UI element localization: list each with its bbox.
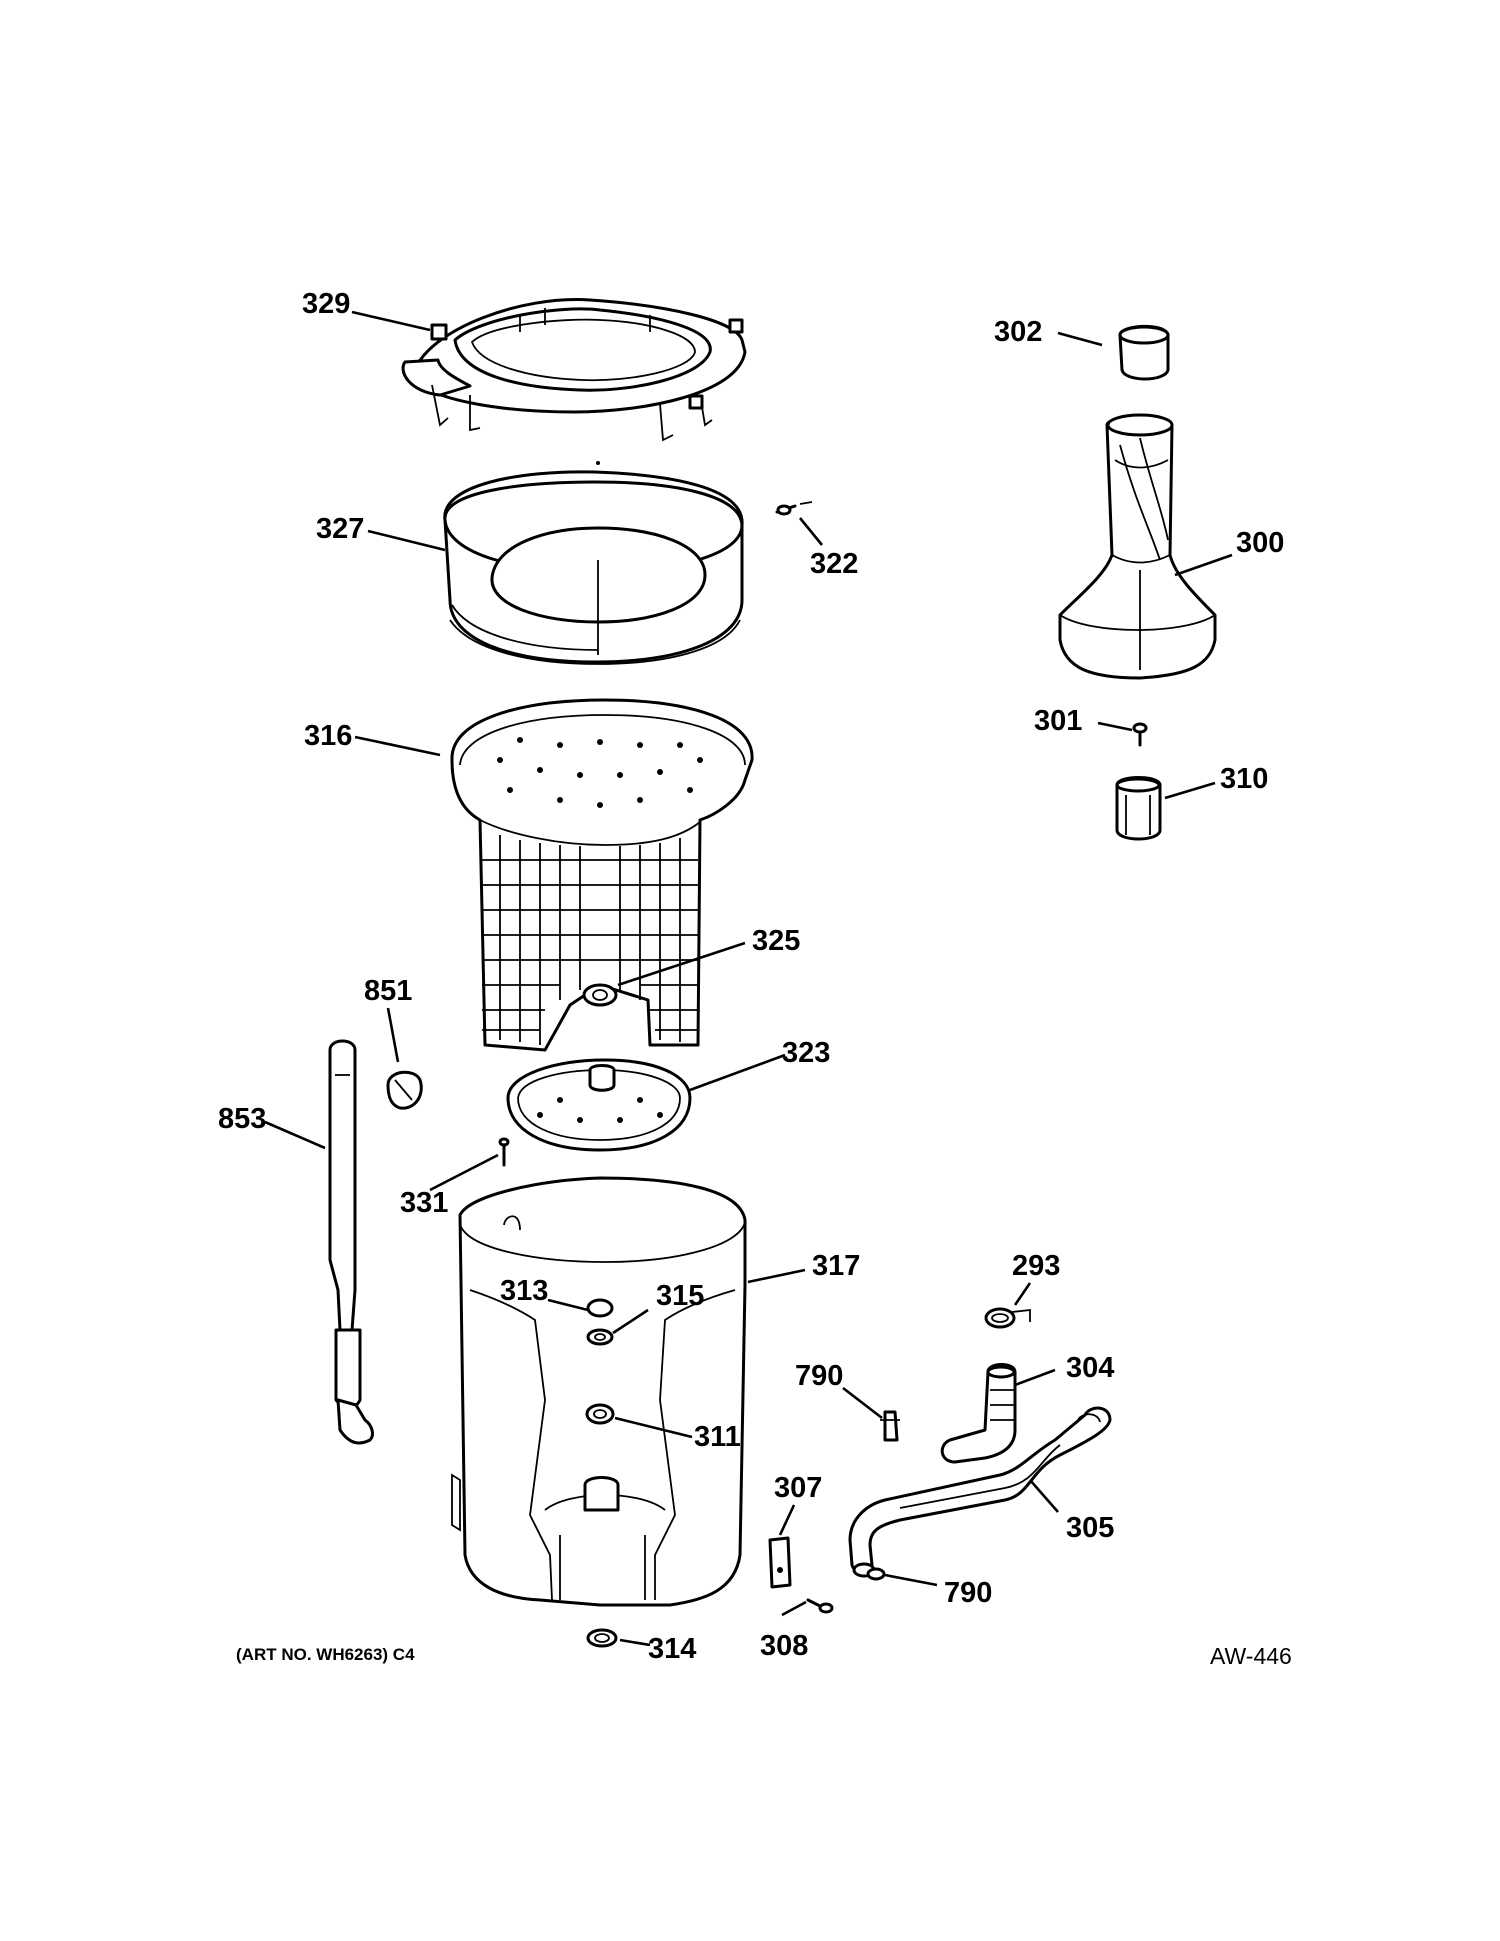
part-851-cap [386, 1070, 423, 1110]
callout-301: 301 [1034, 705, 1082, 737]
callout-293: 293 [1012, 1250, 1060, 1282]
callout-304: 304 [1066, 1352, 1114, 1384]
part-316-wash-basket [450, 698, 754, 1052]
part-790-clip-upper [880, 1410, 900, 1442]
part-308-screw [806, 1598, 834, 1614]
callout-853: 853 [218, 1103, 266, 1135]
part-300-agitator [1058, 413, 1217, 680]
callout-790-upper: 790 [795, 1360, 843, 1392]
part-329-tub-cover [401, 298, 747, 442]
callout-322: 322 [810, 548, 858, 580]
part-310-coupler [1115, 776, 1162, 841]
part-323-hub-plate [506, 1058, 692, 1152]
callout-316: 316 [304, 720, 352, 752]
part-317-outer-tub [451, 1176, 747, 1607]
part-790-clip-lower [852, 1562, 886, 1581]
callout-325: 325 [752, 925, 800, 957]
callout-300: 300 [1236, 527, 1284, 559]
part-293-hose-clamp [984, 1307, 1031, 1329]
part-331-screw [498, 1137, 510, 1167]
part-305-drain-hose [848, 1406, 1112, 1574]
part-853-suspension-rod [328, 1039, 374, 1445]
part-302-cap [1118, 324, 1170, 381]
callout-314: 314 [648, 1633, 696, 1665]
callout-331: 331 [400, 1187, 448, 1219]
callout-329: 329 [302, 288, 350, 320]
callout-308: 308 [760, 1630, 808, 1662]
leader-lines [264, 310, 1233, 1647]
callout-302: 302 [994, 316, 1042, 348]
callout-327: 327 [316, 513, 364, 545]
drawing-code: AW-446 [1210, 1643, 1292, 1669]
part-304-drain-hose-elbow [940, 1363, 1017, 1464]
callout-307: 307 [774, 1472, 822, 1504]
basket-holes [497, 737, 703, 808]
part-314-ring [586, 1628, 618, 1648]
art-number: (ART NO. WH6263) C4 [236, 1645, 415, 1664]
part-301-screw [1132, 722, 1148, 747]
part-307-bracket [768, 1536, 792, 1589]
callout-851: 851 [364, 975, 412, 1007]
callout-317: 317 [812, 1250, 860, 1282]
callout-labels: 329 302 327 322 300 316 301 310 325 851 … [218, 288, 1284, 1665]
callout-311: 311 [694, 1421, 741, 1453]
callout-323: 323 [782, 1037, 830, 1069]
callout-790-lower: 790 [944, 1577, 992, 1609]
callout-313: 313 [500, 1275, 548, 1307]
part-322-screw [775, 501, 813, 516]
callout-305: 305 [1066, 1512, 1114, 1544]
basket-grid [482, 835, 698, 1045]
callout-310: 310 [1220, 763, 1268, 795]
callout-315: 315 [656, 1280, 704, 1312]
part-327-balance-ring [443, 461, 744, 665]
footer: (ART NO. WH6263) C4 AW-446 [236, 1643, 1292, 1669]
